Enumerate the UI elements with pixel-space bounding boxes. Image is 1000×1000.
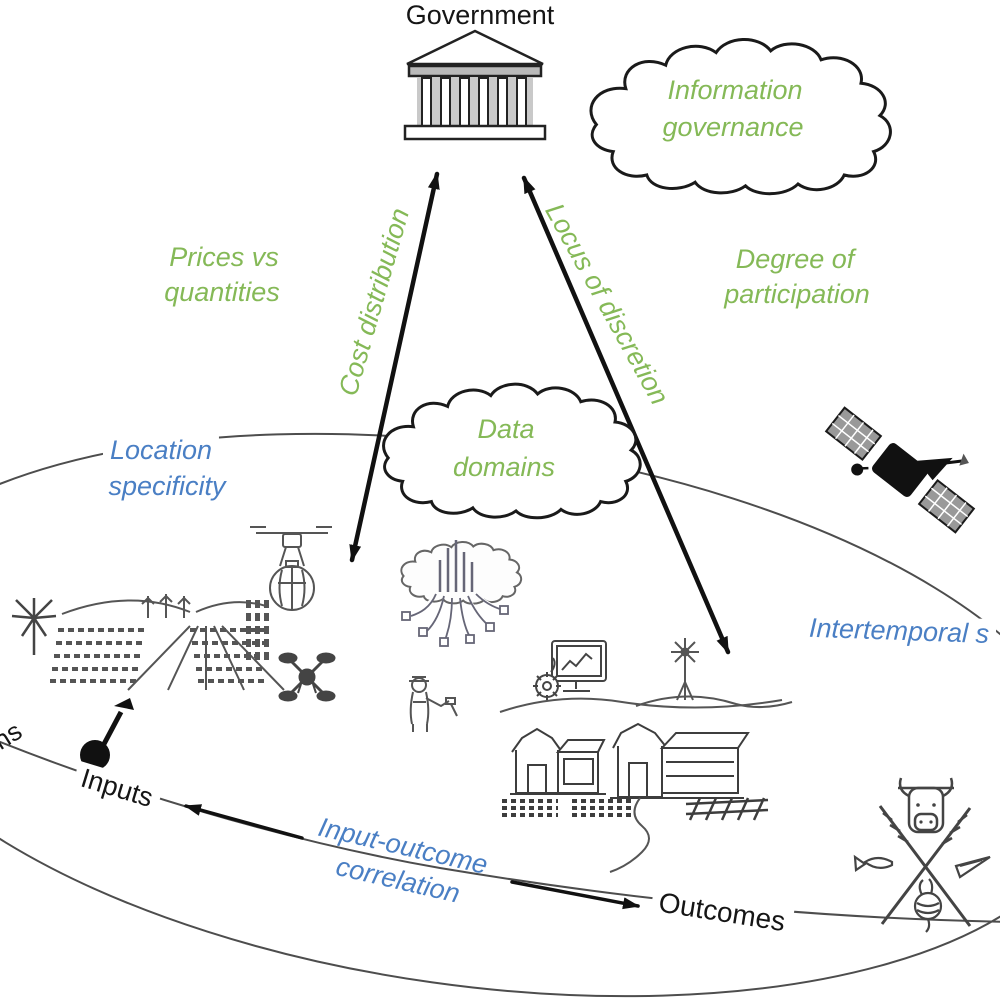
barns-icon <box>499 697 783 873</box>
data-domains-line1: Data <box>477 413 535 444</box>
cloud-computing-icon <box>400 540 522 647</box>
quadcopter-drone-icon <box>278 652 336 702</box>
prices-vs-quantities-line2: quantities <box>164 276 280 307</box>
spray-drone-icon <box>250 526 332 611</box>
degree-of-participation-line2: participation <box>724 278 870 309</box>
computer-gear-icon <box>533 640 607 700</box>
location-specificity-line2: specificity <box>108 470 226 501</box>
wind-pump-icon <box>635 638 793 708</box>
locus-of-discretion-arrow <box>521 175 731 655</box>
government-label: Government <box>405 0 555 30</box>
crop-patch-icon <box>246 600 272 660</box>
information-governance-line2: governance <box>662 111 804 142</box>
government-arrows <box>349 171 731 655</box>
cost-distribution-arrow <box>349 171 440 563</box>
farmer-icon <box>409 676 458 732</box>
government-building-icon <box>403 29 547 141</box>
shovel-icon <box>80 698 134 770</box>
inner-cycle-arc <box>0 740 1000 923</box>
spiky-plant-icon <box>11 598 57 655</box>
fence-icon <box>685 797 769 821</box>
information-governance-line1: Information <box>667 74 803 105</box>
outcomes-arrow <box>510 880 640 910</box>
cycle-arrows <box>184 804 640 910</box>
crop-field-icon <box>50 594 285 691</box>
prices-vs-quantities-line1: Prices vs <box>169 241 279 272</box>
satellite-icon <box>824 406 976 534</box>
data-domains-line2: domains <box>452 451 556 482</box>
farm-produce-emblem-icon <box>853 777 991 933</box>
inputs-arrow <box>184 804 304 840</box>
degree-of-participation-line1: Degree of <box>735 243 855 274</box>
location-specificity-line1: Location <box>102 434 220 466</box>
